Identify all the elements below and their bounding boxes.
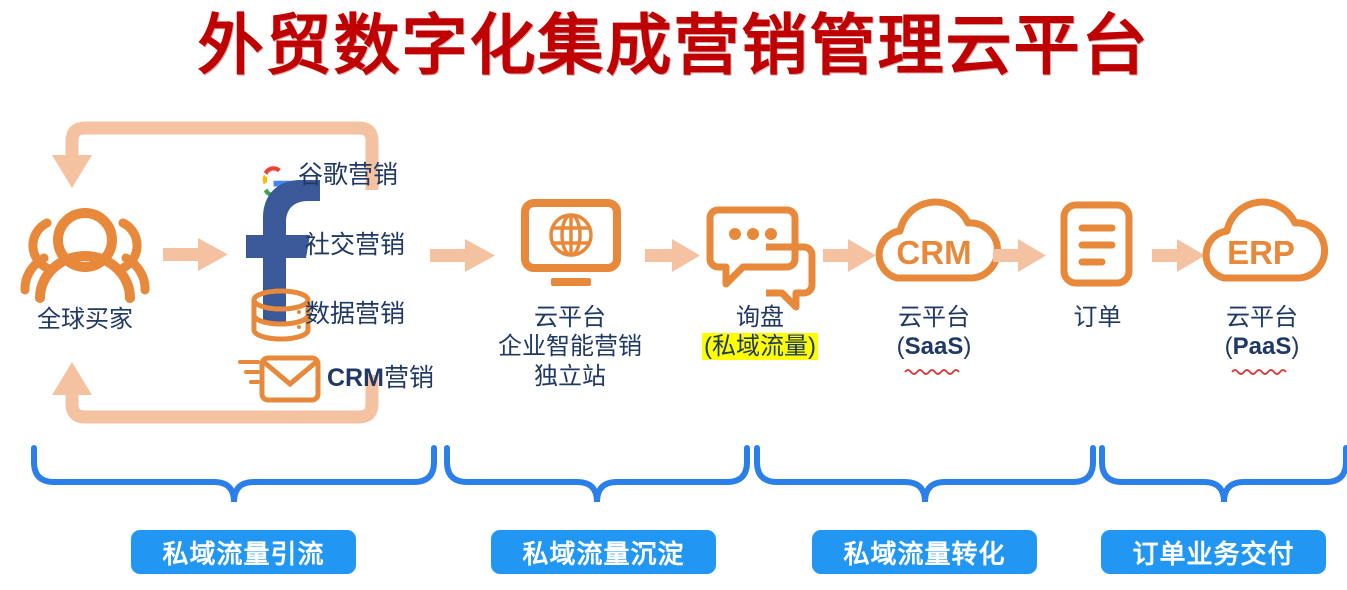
channel-data-label: 数据营销	[305, 300, 406, 328]
arrow-channels-to-platform	[430, 239, 495, 272]
cloud-crm-icon: CRM	[875, 198, 1001, 282]
stage-cloud-platform-line3: 独立站	[534, 362, 606, 390]
arrow-order-to-erp	[1152, 239, 1205, 272]
phase-badge-1[interactable]: 私域流量引流	[131, 530, 356, 574]
stage-cloud-platform-line1: 云平台	[534, 304, 606, 331]
arrow-platform-to-inquiry	[645, 239, 700, 272]
document-order-icon	[1060, 201, 1133, 287]
buyers-label: 全球买家	[37, 306, 133, 333]
channel-data[interactable]: 数据营销	[305, 302, 405, 327]
channel-crm-suffix: 营销	[383, 364, 434, 392]
stage-inquiry-line2: (私域流量)	[685, 332, 835, 361]
page-title: 外贸数字化集成营销管理云平台	[197, 8, 1150, 82]
stage-cloud-platform-line2: 企业智能营销	[498, 333, 642, 361]
feedback-loop-bottom-arrow	[52, 362, 379, 424]
stage-crm: 云平台 (SaaS)	[864, 303, 1004, 362]
cloud-erp-icon: ERP	[1202, 198, 1328, 282]
channel-social-label: 社交营销	[305, 231, 406, 259]
database-icon	[251, 288, 311, 342]
brace-phase-4	[1099, 445, 1347, 503]
spellcheck-squiggle-saas	[904, 369, 960, 375]
channel-crm-label: CRM营销	[327, 366, 434, 391]
spellcheck-squiggle-paas	[1231, 369, 1287, 375]
arrow-crm-to-order	[993, 239, 1046, 272]
chat-bubbles-icon	[706, 206, 816, 311]
people-group-icon	[20, 208, 150, 303]
stage-erp-line2: (PaaS)	[1224, 333, 1300, 361]
email-envelope-icon	[238, 355, 321, 403]
arrow-inquiry-to-crm	[823, 239, 876, 272]
stage-cloud-platform: 云平台 企业智能营销 独立站	[470, 303, 670, 391]
stage-inquiry-highlight: (私域流量)	[702, 333, 818, 361]
channel-google-label: 谷歌营销	[298, 161, 399, 189]
stage-crm-line2: (SaaS)	[896, 333, 972, 361]
stage-order-line1: 订单	[1073, 304, 1122, 331]
phase-badge-2[interactable]: 私域流量沉淀	[491, 530, 716, 574]
brace-phase-2	[444, 445, 750, 503]
stage-crm-line1: 云平台	[898, 304, 970, 331]
stage-erp: 云平台 (PaaS)	[1192, 303, 1332, 362]
channel-crm[interactable]: CRM营销	[327, 366, 434, 391]
stage-erp-line1: 云平台	[1226, 304, 1298, 331]
phase-badge-4[interactable]: 订单业务交付	[1101, 530, 1326, 574]
brace-phase-1	[31, 445, 437, 503]
stage-inquiry-line1: 询盘	[736, 304, 784, 331]
stage-erp-paas: PaaS	[1232, 333, 1292, 361]
arrow-buyers-to-channels	[163, 238, 228, 271]
monitor-globe-icon	[521, 199, 621, 286]
stage-crm-saas: SaaS	[904, 333, 964, 361]
channel-google[interactable]: 谷歌营销	[298, 163, 398, 188]
buyers-node: 全球买家	[10, 305, 160, 334]
channel-crm-prefix: CRM	[327, 364, 384, 392]
phase-badge-3[interactable]: 私域流量转化	[812, 530, 1037, 574]
svg-text:ERP: ERP	[1227, 234, 1295, 271]
brace-phase-3	[754, 445, 1096, 503]
channel-social[interactable]: 社交营销	[305, 233, 405, 258]
google-logo-icon	[262, 166, 295, 198]
stage-order: 订单	[1035, 303, 1160, 332]
svg-text:CRM: CRM	[896, 234, 971, 271]
stage-inquiry: 询盘 (私域流量)	[685, 303, 835, 362]
